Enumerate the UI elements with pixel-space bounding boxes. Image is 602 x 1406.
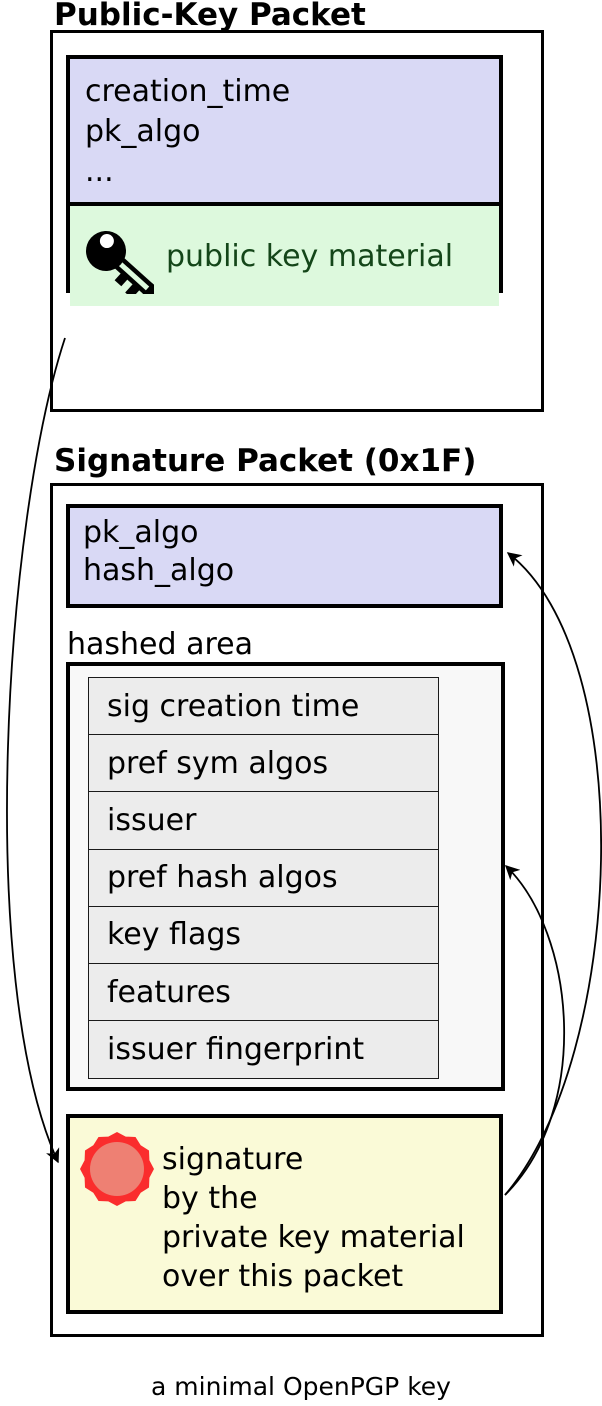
field-hash-algo: hash_algo <box>83 553 235 588</box>
seal-icon <box>80 1132 154 1206</box>
key-icon <box>86 231 154 294</box>
subpacket-key-flags: key flags <box>107 917 242 953</box>
subpacket-table: sig creation time pref sym algos issuer … <box>88 677 439 1080</box>
subpacket-issuer-fingerprint: issuer fingerprint <box>107 1032 365 1068</box>
field-creation-time: creation_time <box>85 74 291 109</box>
subpacket-row: pref sym algos <box>89 735 438 793</box>
subpacket-row: features <box>89 963 438 1022</box>
subpacket-issuer: issuer <box>107 802 197 838</box>
public-key-header-fields: creation_time pk_algo ... <box>70 59 499 206</box>
field-ellipsis: ... <box>85 154 114 189</box>
subpacket-row: sig creation time <box>89 678 438 736</box>
public-key-material-label: public key material <box>166 238 454 274</box>
subpacket-row: issuer fingerprint <box>89 1021 438 1079</box>
signature-algo-box: pk_algo hash_algo <box>66 504 503 608</box>
subpacket-pref-sym-algos: pref sym algos <box>107 745 329 781</box>
diagram-caption: a minimal OpenPGP key <box>151 1372 451 1401</box>
subpacket-features: features <box>107 974 231 1010</box>
field-pk-algo: pk_algo <box>85 114 201 149</box>
public-key-inner-packet: creation_time pk_algo ... public key mat… <box>66 55 503 306</box>
subpacket-row: key flags <box>89 906 438 964</box>
field-sig-pk-algo: pk_algo <box>83 515 199 550</box>
hashed-area-label: hashed area <box>67 627 253 662</box>
signature-line: by the <box>162 1181 258 1216</box>
subpacket-pref-hash-algos: pref hash algos <box>107 860 338 896</box>
signature-line: over this packet <box>162 1259 404 1294</box>
signature-description: signature by the private key material ov… <box>162 1140 465 1296</box>
subpacket-row: pref hash algos <box>89 849 438 907</box>
signature-value-box: signature by the private key material ov… <box>66 1114 503 1314</box>
public-key-material-area: public key material <box>70 206 499 306</box>
public-key-packet-title: Public-Key Packet <box>54 0 366 33</box>
signature-packet-title: Signature Packet (0x1F) <box>54 443 477 479</box>
subpacket-row: issuer <box>89 792 438 850</box>
signature-line: signature <box>162 1142 304 1177</box>
subpacket-sig-creation-time: sig creation time <box>107 688 360 724</box>
signature-line: private key material <box>162 1220 465 1255</box>
